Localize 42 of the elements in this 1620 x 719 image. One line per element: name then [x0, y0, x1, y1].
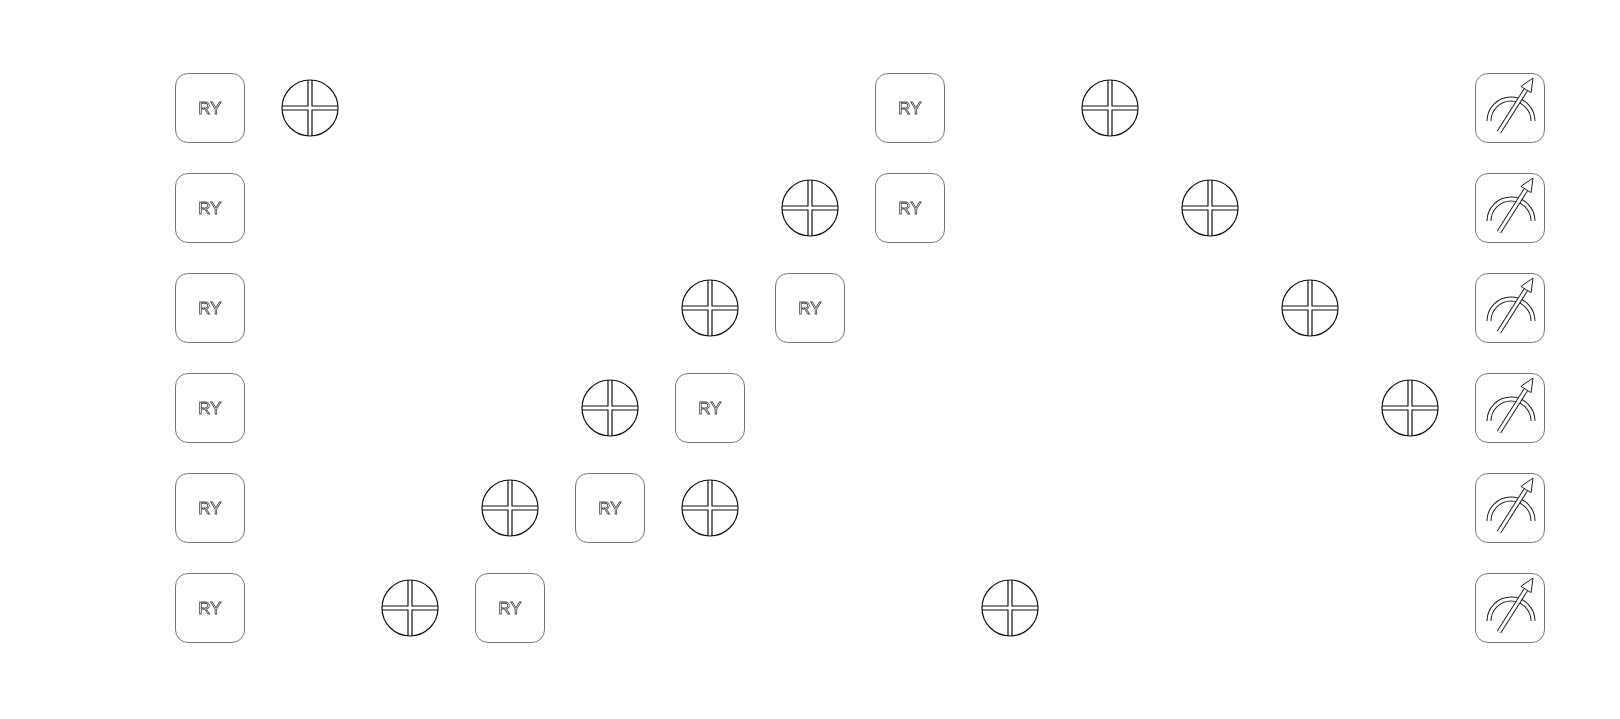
circled-plus-symbol: [981, 579, 1039, 637]
gate-box: [675, 373, 745, 443]
gate-label: RY: [198, 499, 222, 517]
gate-label: RY: [598, 499, 622, 517]
gate-label: RY: [198, 599, 222, 617]
circled-plus-symbol: [781, 179, 839, 237]
gate-box: [175, 73, 245, 143]
circled-plus-symbol: [281, 79, 339, 137]
measurement-box: [1475, 73, 1545, 143]
gate-box: [775, 273, 845, 343]
gate-label: RY: [498, 599, 522, 617]
measurement-box: [1475, 273, 1545, 343]
gate-label: RY: [698, 399, 722, 417]
gate-box: [475, 573, 545, 643]
gate-label: RY: [898, 199, 922, 217]
gate-box: [575, 473, 645, 543]
gate-label: RY: [198, 99, 222, 117]
circled-plus-symbol: [1181, 179, 1239, 237]
measurement-box: [1475, 373, 1545, 443]
measurement-box: [1475, 173, 1545, 243]
gate-label: RY: [798, 299, 822, 317]
measurement-box: [1475, 573, 1545, 643]
gate-box: [875, 173, 945, 243]
gate-box: [875, 73, 945, 143]
circled-plus-symbol: [681, 479, 739, 537]
gate-label: RY: [198, 299, 222, 317]
circled-plus-symbol: [1281, 279, 1339, 337]
gate-box: [175, 173, 245, 243]
circled-plus-symbol: [1081, 79, 1139, 137]
circled-plus-symbol: [581, 379, 639, 437]
gate-box: [175, 473, 245, 543]
gate-box: [175, 373, 245, 443]
gate-label: RY: [198, 399, 222, 417]
gate-label: RY: [898, 99, 922, 117]
circled-plus-symbol: [681, 279, 739, 337]
circled-plus-symbol: [481, 479, 539, 537]
circled-plus-symbol: [381, 579, 439, 637]
gate-box: [175, 573, 245, 643]
circled-plus-symbol: [1381, 379, 1439, 437]
gate-box: [175, 273, 245, 343]
measurement-box: [1475, 473, 1545, 543]
gate-label: RY: [198, 199, 222, 217]
